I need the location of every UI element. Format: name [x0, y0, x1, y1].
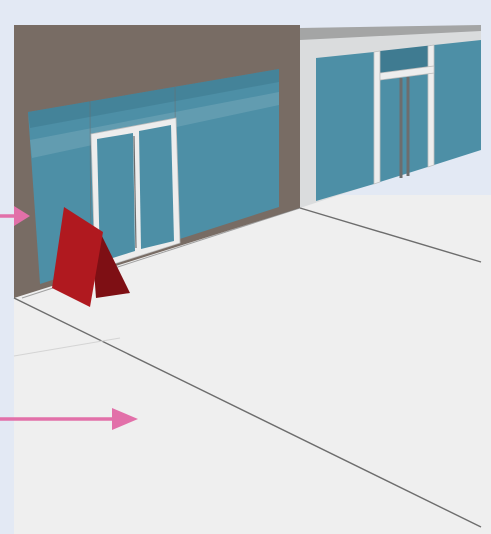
sign-back-panel: [92, 232, 130, 298]
neighbor-transom-window: [380, 45, 434, 73]
neighbor-window-left: [316, 52, 374, 201]
sign-front-panel: [52, 207, 103, 307]
arrow-top-head: [14, 206, 30, 226]
sidewalk-seam: [13, 337, 121, 357]
pointer-arrow-icon: [0, 206, 30, 226]
sidewalk-ground: [14, 195, 491, 534]
curb-line: [13, 297, 482, 528]
neighbor-door-transom-bar: [379, 65, 435, 81]
neighbor-window-right: [434, 40, 481, 165]
neighbor-facade-cornice: [300, 25, 481, 40]
sandwich-board-sign-icon: [52, 207, 130, 307]
neighbor-door-jamb-right: [427, 44, 435, 168]
storefront-double-door: [90, 117, 181, 271]
neighbor-door-jamb-left: [373, 50, 381, 185]
building-base-line: [299, 207, 482, 263]
door-left-glass: [97, 133, 135, 262]
arrow-bottom-head: [112, 408, 138, 430]
storefront-window-reflection-band: [28, 69, 279, 128]
pointer-arrow-icon: [0, 408, 138, 430]
neighbor-storefront-windows: [316, 40, 481, 201]
door-center-seam: [133, 135, 137, 249]
door-right-glass: [139, 125, 174, 249]
